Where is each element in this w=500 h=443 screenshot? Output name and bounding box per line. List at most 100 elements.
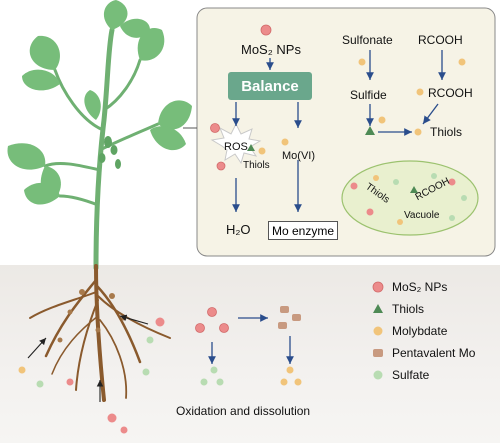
mos2-nps-label: MoS₂ NPs: [241, 42, 301, 57]
legend-sulfate-label: Sulfate: [392, 368, 430, 382]
molybdate-particle-panel1: [258, 147, 266, 155]
root-lateral-5: [29, 291, 97, 319]
soil-particle-8: [142, 368, 150, 376]
root-nodule-5: [95, 327, 101, 333]
pod-3: [98, 153, 106, 163]
ox-pentavalent-3: [278, 322, 287, 329]
vacuole-particle-1: [350, 182, 358, 190]
legend-molybdate-icon: [373, 326, 383, 336]
legend-thiols-icon: [373, 304, 383, 313]
ox-sulfate-2: [216, 378, 224, 386]
mo-enzyme-box: Mo enzyme: [268, 221, 338, 240]
soil-particle-5: [66, 378, 74, 386]
ox-pentavalent-1: [280, 306, 289, 313]
soil-particle-3: [18, 366, 26, 374]
vacuole-thiol-triangle: [410, 186, 418, 193]
root-nodule-6: [57, 337, 63, 343]
mos2-particle-top: [260, 24, 272, 36]
leaf-center: [84, 90, 101, 120]
vacuole-particle-8: [397, 219, 403, 225]
pod-4: [115, 159, 121, 169]
sulfide-label: Sulfide: [350, 88, 387, 102]
thiols-arrow-label: Thiols: [430, 125, 463, 139]
rcooh-mid-label: RCOOH: [428, 86, 473, 100]
pod-2: [110, 145, 118, 155]
legend-sulfate-icon: [373, 370, 383, 380]
plant-branch-5: [58, 194, 100, 207]
rcooh-top-label: RCOOH: [418, 33, 463, 47]
root-lateral-3: [75, 299, 99, 391]
vacuole-particle-6: [461, 195, 467, 201]
legend-mos2-icon: [372, 281, 384, 293]
mos2-particle-ros2: [216, 161, 226, 171]
root-nodule-1: [79, 289, 85, 295]
legend-mos2-label: MoS₂ NPs: [392, 280, 448, 294]
vacuole-particle-3: [393, 179, 399, 185]
vacuole-label: Vacuole: [404, 210, 440, 221]
pod-1: [104, 136, 112, 148]
legend-molybdate-label: Molybdate: [392, 324, 448, 338]
ox-molybdate-3: [286, 366, 294, 374]
soil-particle-7: [120, 426, 128, 434]
root-lateral-4: [97, 295, 171, 339]
plant-branch-2: [102, 58, 142, 112]
legend-pentavalent-label: Pentavalent Mo: [392, 346, 476, 360]
vacuole-ellipse: [341, 160, 479, 236]
ox-mos2-1: [207, 307, 217, 317]
arrow-rcooh-thiols: [422, 103, 439, 125]
leaf-upper-right: [137, 28, 165, 61]
molybdate-particle-thiols: [414, 128, 422, 136]
plant-branch-1: [53, 68, 105, 132]
vacuole-particle-5: [448, 178, 456, 186]
balance-box: Balance: [228, 72, 312, 100]
ox-mos2-2: [195, 323, 205, 333]
leaf-upper-left: [29, 35, 60, 70]
soil-particle-1: [155, 317, 165, 327]
thiol-triangle-sulfide: [365, 126, 375, 135]
ox-mos2-3: [219, 323, 229, 333]
mos2-particle-ros1: [210, 123, 220, 133]
ox-sulfate-1: [200, 378, 208, 386]
sulfonate-label: Sulfonate: [342, 33, 393, 47]
root-lateral-6: [99, 319, 128, 399]
molybdate-particle-rcooh-mid: [416, 88, 424, 96]
leaf-mid-left: [7, 143, 46, 170]
root-lateral-1: [44, 278, 98, 358]
leaf-top-right: [120, 18, 150, 38]
root-nodule-3: [67, 309, 73, 315]
vacuole-particle-2: [373, 175, 379, 181]
uptake-arrow-2: [27, 337, 47, 359]
mo6-label: Mo(VI): [282, 150, 315, 162]
root-nodule-2: [109, 293, 115, 299]
uptake-arrow-1: [119, 314, 149, 325]
soil-particle-2: [146, 336, 154, 344]
legend-thiols-label: Thiols: [392, 302, 425, 316]
ox-molybdate-1: [280, 378, 288, 386]
legend-pentavalent-icon: [373, 349, 383, 357]
soil-particle-4: [36, 380, 44, 388]
leaf-lower-left: [24, 182, 60, 205]
ox-molybdate-2: [294, 378, 302, 386]
thiols-ros-label: Thiols: [243, 160, 270, 171]
plant-branch-4: [98, 122, 160, 152]
molybdate-particle-sulfonate: [358, 58, 366, 66]
oxidation-dissolution-label: Oxidation and dissolution: [176, 404, 311, 418]
thiol-triangle-ros: [247, 144, 255, 151]
ox-sulfate-3: [210, 366, 218, 374]
leaf-mid-right: [158, 100, 192, 130]
plant-main-stem: [93, 27, 115, 271]
molybdate-particle-rcooh: [458, 58, 466, 66]
ros-burst: [210, 122, 262, 165]
leaf-mid-right2: [150, 126, 186, 151]
root-lateral-7: [51, 315, 99, 375]
h2o-label: H₂O: [226, 222, 251, 237]
soil-particle-6: [107, 413, 117, 423]
vacuole-particle-7: [366, 208, 374, 216]
ros-label: ROS: [224, 141, 248, 153]
leaf-top: [103, 0, 128, 30]
vacuole-particle-4: [431, 173, 437, 179]
molybdate-particle-panel2: [281, 138, 289, 146]
ox-pentavalent-2: [292, 314, 301, 321]
